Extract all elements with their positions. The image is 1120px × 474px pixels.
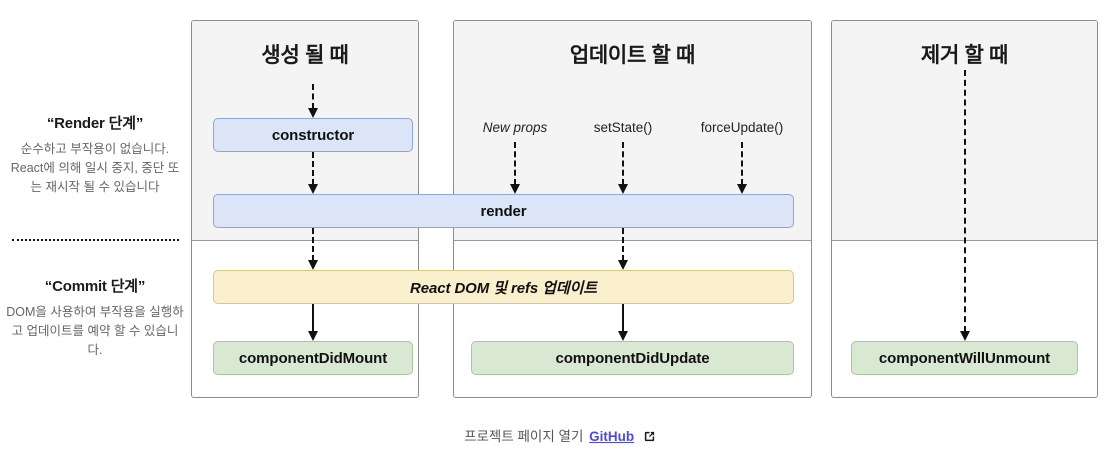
- external-link-icon[interactable]: [643, 430, 656, 446]
- column-updating-title: 업데이트 할 때: [569, 44, 696, 67]
- phase-commit: “Commit 단계” DOM을 사용하여 부작용을 실행하고 업데이트를 예약…: [0, 275, 190, 359]
- trigger-set-state: setState(): [593, 120, 653, 135]
- trigger-new-props: New props: [482, 120, 548, 135]
- phase-sidebar: “Render 단계” 순수하고 부작용이 없습니다. React에 의해 일시…: [0, 0, 190, 400]
- phase-render-description: 순수하고 부작용이 없습니다. React에 의해 일시 중지, 중단 또는 재…: [10, 142, 180, 194]
- trigger-force-update: forceUpdate(): [700, 120, 784, 135]
- phase-render-title: “Render 단계”: [46, 115, 144, 132]
- arrow-new-props-to-render: [510, 142, 520, 194]
- arrow-render-to-reactdom-mounting: [308, 228, 318, 270]
- arrow-reactdom-to-did-update: [618, 304, 628, 341]
- arrow-reactdom-to-did-mount: [308, 304, 318, 341]
- lifecycle-box-constructor[interactable]: constructor: [213, 118, 413, 152]
- lifecycle-box-react-dom-refs[interactable]: React DOM 및 refs 업데이트: [213, 270, 794, 304]
- github-link[interactable]: GitHub: [589, 429, 635, 444]
- phase-commit-title: “Commit 단계”: [44, 278, 146, 295]
- footer-text: 프로젝트 페이지 열기: [464, 429, 584, 444]
- lifecycle-box-component-will-unmount[interactable]: componentWillUnmount: [851, 341, 1078, 375]
- column-mounting-title: 생성 될 때: [261, 44, 349, 67]
- arrow-set-state-to-render: [618, 142, 628, 194]
- arrow-force-update-to-render: [737, 142, 747, 194]
- footer: 프로젝트 페이지 열기 GitHub: [0, 425, 1120, 446]
- arrow-constructor-to-render: [308, 152, 318, 194]
- phase-divider: [12, 239, 179, 241]
- arrow-to-constructor: [308, 84, 318, 118]
- phase-render: “Render 단계” 순수하고 부작용이 없습니다. React에 의해 일시…: [0, 112, 190, 196]
- arrow-render-to-reactdom-updating: [618, 228, 628, 270]
- lifecycle-box-component-did-update[interactable]: componentDidUpdate: [471, 341, 794, 375]
- phase-commit-description: DOM을 사용하여 부작용을 실행하고 업데이트를 예약 할 수 있습니다.: [6, 305, 184, 357]
- column-unmounting-title: 제거 할 때: [920, 44, 1009, 67]
- arrow-to-will-unmount: [960, 70, 970, 341]
- lifecycle-box-render[interactable]: render: [213, 194, 794, 228]
- lifecycle-box-component-did-mount[interactable]: componentDidMount: [213, 341, 413, 375]
